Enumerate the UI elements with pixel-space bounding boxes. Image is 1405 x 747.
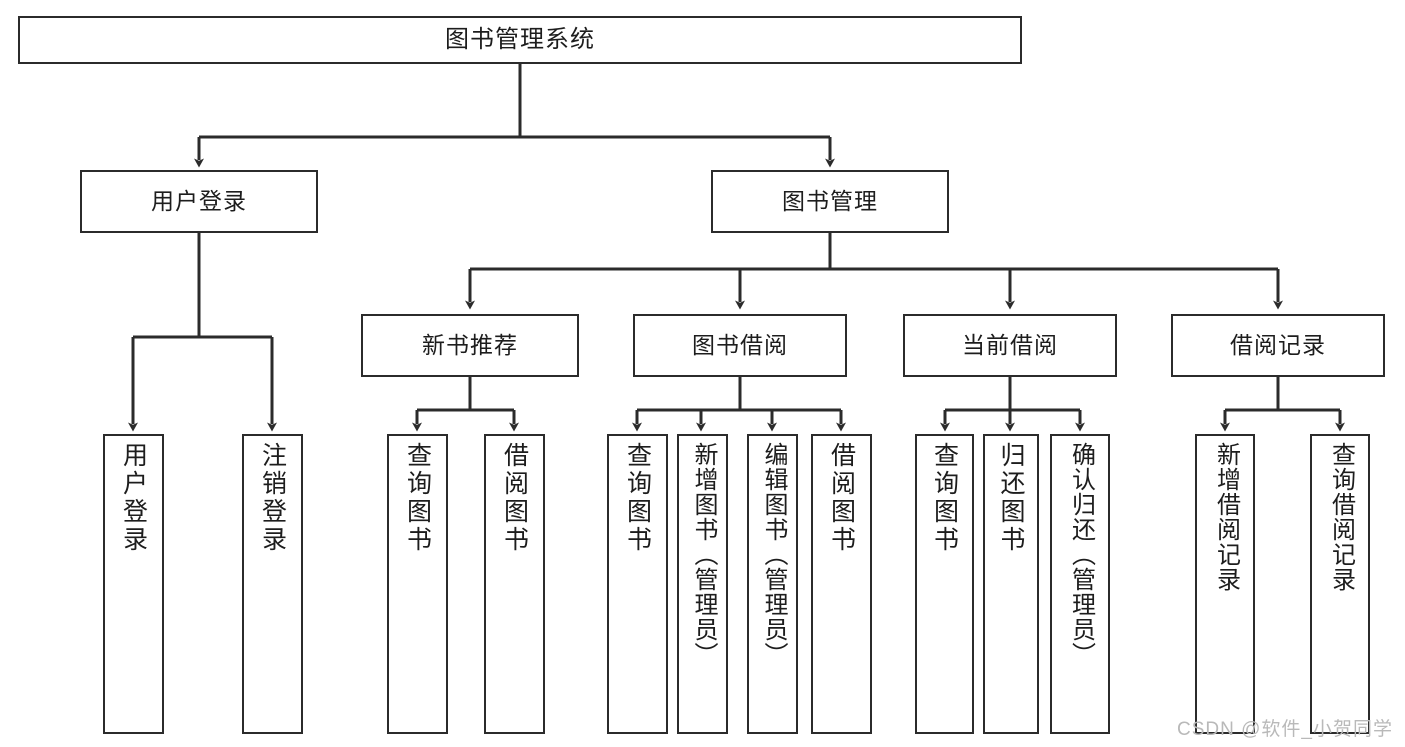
node-book-borrowing[interactable]: 图书借阅 bbox=[633, 314, 847, 377]
node-root-book-management-system[interactable]: 图书管理系统 bbox=[18, 16, 1022, 64]
leaf-user-login-login[interactable]: 用户登录 bbox=[103, 434, 164, 734]
node-label: 借阅图书 bbox=[827, 442, 856, 554]
csdn-watermark: CSDN @软件_小贺同学 bbox=[1177, 719, 1393, 740]
leaf-current-borrow-query[interactable]: 查询图书 bbox=[915, 434, 974, 734]
node-label: 当前借阅 bbox=[962, 332, 1058, 358]
leaf-current-borrow-confirm-return-admin[interactable]: 确认归还（管理员） bbox=[1050, 434, 1110, 734]
node-book-management[interactable]: 图书管理 bbox=[711, 170, 949, 233]
node-label: 新增借阅记录 bbox=[1212, 442, 1240, 592]
node-label: 新增图书（管理员） bbox=[689, 442, 717, 667]
node-label: 确认归还（管理员） bbox=[1067, 442, 1095, 667]
leaf-borrow-record-add[interactable]: 新增借阅记录 bbox=[1195, 434, 1255, 734]
leaf-new-book-borrow[interactable]: 借阅图书 bbox=[484, 434, 545, 734]
node-label: 图书管理系统 bbox=[445, 26, 595, 53]
leaf-new-book-query[interactable]: 查询图书 bbox=[387, 434, 448, 734]
node-label: 借阅记录 bbox=[1230, 332, 1326, 358]
leaf-book-borrow-borrow[interactable]: 借阅图书 bbox=[811, 434, 872, 734]
node-new-book-recommendation[interactable]: 新书推荐 bbox=[361, 314, 579, 377]
leaf-current-borrow-return[interactable]: 归还图书 bbox=[983, 434, 1039, 734]
node-label: 图书借阅 bbox=[692, 332, 788, 358]
node-borrowing-record[interactable]: 借阅记录 bbox=[1171, 314, 1385, 377]
node-label: 查询图书 bbox=[623, 442, 652, 554]
node-label: 编辑图书（管理员） bbox=[759, 442, 787, 667]
node-label: 用户登录 bbox=[151, 188, 247, 214]
node-label: 新书推荐 bbox=[422, 332, 518, 358]
node-user-login[interactable]: 用户登录 bbox=[80, 170, 318, 233]
leaf-user-login-logout[interactable]: 注销登录 bbox=[242, 434, 303, 734]
node-label: 注销登录 bbox=[258, 442, 287, 554]
node-label: 图书管理 bbox=[782, 188, 878, 214]
leaf-book-borrow-edit-admin[interactable]: 编辑图书（管理员） bbox=[747, 434, 798, 734]
node-label: 查询图书 bbox=[930, 442, 959, 554]
node-label: 查询图书 bbox=[403, 442, 432, 554]
leaf-book-borrow-query[interactable]: 查询图书 bbox=[607, 434, 668, 734]
node-label: 借阅图书 bbox=[500, 442, 529, 554]
node-label: 查询借阅记录 bbox=[1327, 442, 1355, 592]
leaf-borrow-record-query[interactable]: 查询借阅记录 bbox=[1310, 434, 1370, 734]
node-label: 用户登录 bbox=[119, 442, 148, 554]
leaf-book-borrow-add-admin[interactable]: 新增图书（管理员） bbox=[677, 434, 728, 734]
node-current-borrowing[interactable]: 当前借阅 bbox=[903, 314, 1117, 377]
node-label: 归还图书 bbox=[997, 442, 1025, 554]
